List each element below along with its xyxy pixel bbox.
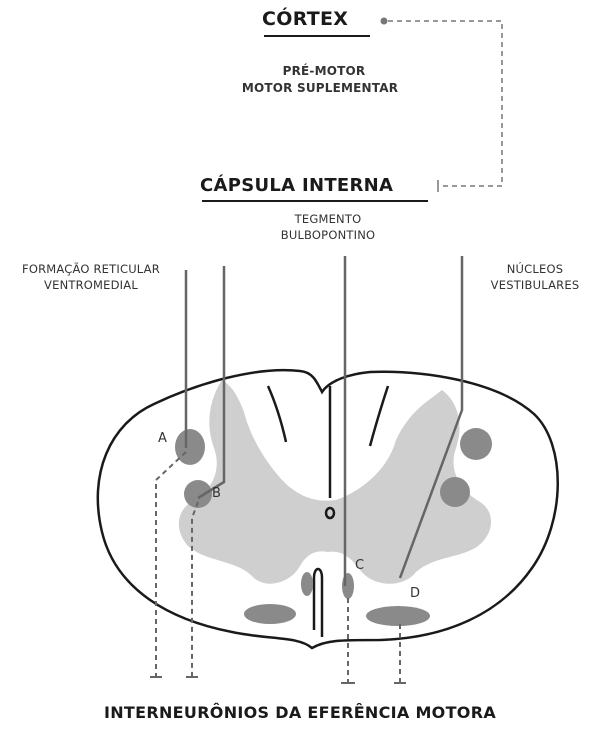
anterior-median-fissure [312, 567, 324, 637]
cortex-supplementary-motor: MOTOR SUPLEMENTAR [241, 81, 399, 95]
cortex-premotor: PRÉ-MOTOR [282, 64, 366, 78]
central-canal [324, 506, 336, 520]
tract-nucleus-right-lower [440, 477, 470, 507]
efferent-terminals [150, 676, 406, 684]
footer-title: INTERNEURÔNIOS DA EFERÊNCIA MOTORA [103, 703, 497, 722]
tract-nucleus-ventral-left [244, 604, 296, 624]
tract-nucleus-a [175, 429, 205, 465]
tract-nucleus-c2 [301, 572, 313, 596]
cortex-title: CÓRTEX [262, 8, 349, 30]
efferent-projections [155, 451, 401, 682]
tegmento-line2: BULBOPONTINO [280, 228, 376, 242]
descending-tracts [184, 256, 464, 586]
capsule-title: CÁPSULA INTERNA [200, 175, 394, 196]
tract-label-a: A [158, 431, 167, 446]
capsule-underline [202, 200, 428, 202]
nucleos-line1: NÚCLEOS [506, 262, 564, 276]
gray-matter [178, 380, 492, 584]
tract-line-b [197, 266, 226, 500]
tegmento-line1: TEGMENTO [294, 212, 362, 226]
nucleos-line2: VESTIBULARES [490, 278, 580, 292]
tract-nucleus-right-upper [460, 428, 492, 460]
tract-line-d [398, 256, 464, 579]
tract-nucleus-d [366, 606, 430, 626]
posterior-sulcus-right [368, 385, 390, 447]
formacao-line2: VENTROMEDIAL [44, 278, 138, 292]
posterior-sulcus-left [266, 385, 288, 443]
formacao-line1: FORMAÇÃO RETICULAR [22, 262, 160, 276]
cortex-capsule-connector [380, 17, 503, 192]
tract-label-b: B [212, 486, 221, 501]
tract-label-c: C [355, 558, 365, 573]
tract-label-d: D [410, 586, 421, 601]
cortex-underline [264, 35, 370, 37]
tract-nucleus-b [184, 480, 212, 508]
